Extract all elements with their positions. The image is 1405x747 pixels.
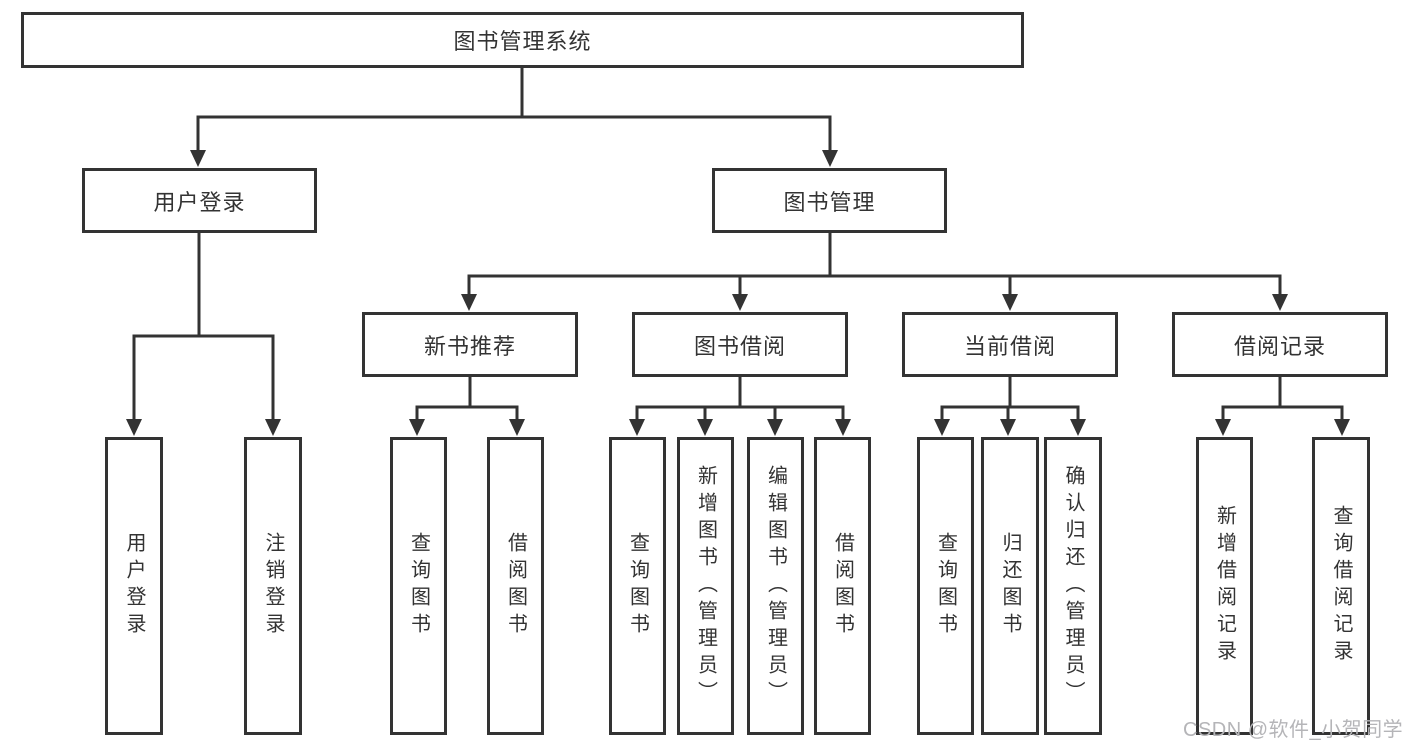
leaf-label: 用户登录: [123, 532, 145, 640]
leaf-label: 新增图书（管理员）: [694, 464, 717, 708]
connector-paths: [132, 68, 1344, 422]
leaf-records-add-record: 新增借阅记录: [1196, 437, 1253, 735]
leaf-current-return-books: 归还图书: [981, 437, 1039, 735]
node-current-borrowing: 当前借阅: [902, 312, 1118, 377]
leaf-borrowing-edit-books-admin: 编辑图书（管理员）: [747, 437, 804, 735]
node-library-system: 图书管理系统: [21, 12, 1024, 68]
leaf-current-confirm-return-admin: 确认归还（管理员）: [1044, 437, 1102, 735]
leaf-borrowing-borrow-books: 借阅图书: [814, 437, 871, 735]
node-user-login: 用户登录: [82, 168, 317, 233]
leaf-records-search-record: 查询借阅记录: [1312, 437, 1370, 735]
leaf-label: 借阅图书: [504, 532, 527, 640]
leaf-current-search-books: 查询图书: [917, 437, 974, 735]
node-book-management: 图书管理: [712, 168, 947, 233]
leaf-recommend-search-books: 查询图书: [390, 437, 447, 735]
leaf-borrowing-add-books-admin: 新增图书（管理员）: [677, 437, 734, 735]
leaf-user-login: 用户登录: [105, 437, 163, 735]
watermark: CSDN @软件_小贺同学: [1183, 719, 1404, 741]
node-new-book-recommendation: 新书推荐: [362, 312, 578, 377]
leaf-label: 查询图书: [407, 532, 430, 640]
leaf-label: 注销登录: [262, 532, 284, 640]
leaf-label: 查询图书: [626, 532, 649, 640]
leaf-logout: 注销登录: [244, 437, 302, 735]
leaf-label: 查询图书: [934, 532, 957, 640]
leaf-label: 确认归还（管理员）: [1062, 464, 1084, 708]
node-book-borrowing: 图书借阅: [632, 312, 848, 377]
leaf-label: 借阅图书: [831, 532, 854, 640]
leaf-recommend-borrow-books: 借阅图书: [487, 437, 544, 735]
node-borrowing-records: 借阅记录: [1172, 312, 1388, 377]
leaf-label: 编辑图书（管理员）: [764, 464, 787, 708]
leaf-label: 新增借阅记录: [1213, 505, 1236, 667]
leaf-label: 查询借阅记录: [1330, 505, 1352, 667]
leaf-borrowing-search-books: 查询图书: [609, 437, 666, 735]
leaf-label: 归还图书: [999, 532, 1021, 640]
